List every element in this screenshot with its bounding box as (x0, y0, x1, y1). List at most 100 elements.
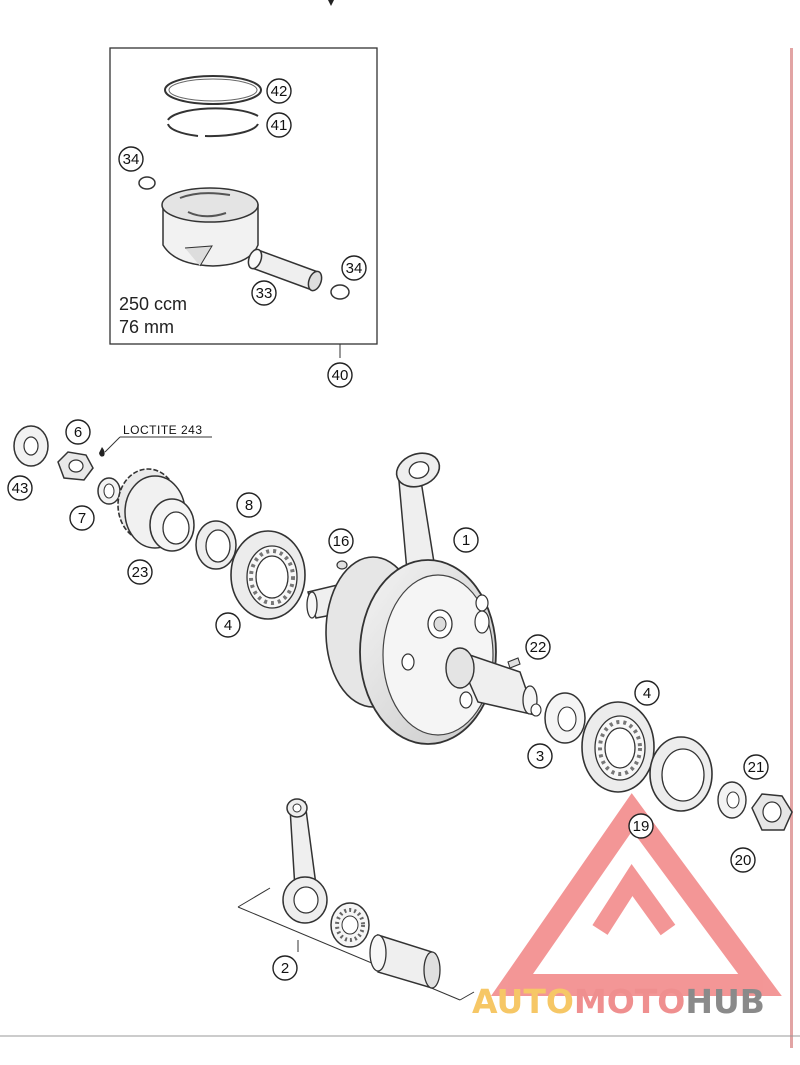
callout-label: 42 (271, 83, 288, 100)
callout-label: 3 (536, 748, 544, 765)
callout-23: 23 (127, 559, 153, 585)
callout-34: 34 (118, 146, 144, 172)
callout-circle (743, 754, 769, 780)
conrod-kit-2 (237, 798, 475, 1001)
callout-4: 4 (215, 612, 241, 638)
piston-ring-41 (167, 107, 259, 138)
callout-circle (215, 612, 241, 638)
callout-label: 6 (74, 424, 82, 441)
callout-label: 1 (462, 532, 470, 549)
callout-circle (272, 955, 298, 981)
callout-19: 19 (628, 813, 654, 839)
callout-3: 3 (527, 743, 553, 769)
nut-20 (751, 793, 793, 831)
callout-circle (527, 743, 553, 769)
watermark-part-hub: HUB (685, 982, 765, 1021)
washer-21 (717, 781, 747, 819)
callout-circle (634, 680, 660, 706)
callout-label: 19 (633, 818, 650, 835)
callout-circle (453, 527, 479, 553)
circlip-34-top (138, 176, 156, 190)
callout-label: 23 (132, 564, 149, 581)
callout-6: 6 (65, 419, 91, 445)
piston-ring-42 (164, 75, 262, 105)
piston-pin (247, 248, 323, 292)
callout-circle (328, 528, 354, 554)
callout-1: 1 (453, 527, 479, 553)
gear-23 (117, 468, 195, 552)
watermark-part-auto: AUTO (472, 982, 574, 1021)
callout-circle (525, 634, 551, 660)
callout-circle (118, 146, 144, 172)
piston-kit-box (109, 47, 378, 358)
bearing-4-left (230, 530, 306, 620)
callout-8: 8 (236, 492, 262, 518)
callout-42: 42 (266, 78, 292, 104)
callout-21: 21 (743, 754, 769, 780)
watermark-logo (490, 793, 782, 996)
callout-label: 33 (256, 285, 273, 302)
callout-43: 43 (7, 475, 33, 501)
circlip-34-right (330, 284, 350, 300)
callout-22: 22 (525, 634, 551, 660)
callout-circle (7, 475, 33, 501)
callout-label: 20 (735, 852, 752, 869)
piston (161, 187, 259, 267)
seal-19 (649, 736, 713, 812)
key-22 (507, 657, 521, 669)
callout-label: 16 (333, 533, 350, 550)
kit-spec-text: 250 ccm 76 mm (119, 294, 187, 337)
right-edge-bar (790, 48, 793, 1048)
washer-3 (544, 692, 586, 744)
callout-label: 2 (281, 960, 289, 977)
washer-7 (97, 477, 121, 505)
crankshaft-assembly-1 (306, 452, 542, 745)
watermark-part-moto: MOTO (574, 982, 685, 1021)
callout-circle (730, 847, 756, 873)
callout-label: 22 (530, 639, 547, 656)
callout-circle (327, 362, 353, 388)
callout-circle (65, 419, 91, 445)
top-artifact (328, 0, 334, 6)
callout-circle (266, 112, 292, 138)
callout-20: 20 (730, 847, 756, 873)
callout-41: 41 (266, 112, 292, 138)
callout-4: 4 (634, 680, 660, 706)
watermark-text: AUTOMOTOHUB (472, 982, 765, 1021)
callout-label: 41 (271, 117, 288, 134)
callout-label: 8 (245, 497, 253, 514)
callout-circle (127, 559, 153, 585)
key-16 (336, 560, 348, 570)
nut-6 (57, 451, 94, 481)
washer-43 (13, 425, 49, 467)
callout-circle (341, 255, 367, 281)
kit-displacement: 250 ccm (119, 294, 187, 314)
callout-16: 16 (328, 528, 354, 554)
callout-33: 33 (251, 280, 277, 306)
callout-label: 21 (748, 759, 765, 776)
callout-label: 34 (123, 151, 140, 168)
loctite-note: LOCTITE 243 (123, 423, 203, 437)
callout-circle (266, 78, 292, 104)
seal-8 (195, 520, 237, 570)
callout-label: 40 (332, 367, 349, 384)
bearing-4-right (581, 701, 655, 793)
callout-label: 34 (346, 260, 363, 277)
callout-label: 4 (224, 617, 232, 634)
callout-circle (236, 492, 262, 518)
callout-34: 34 (341, 255, 367, 281)
callout-label: 7 (78, 510, 86, 527)
callout-40: 40 (327, 362, 353, 388)
callout-circle (251, 280, 277, 306)
callout-7: 7 (69, 505, 95, 531)
callout-circle (628, 813, 654, 839)
loctite-leader (99, 436, 212, 457)
kit-bore: 76 mm (119, 317, 174, 337)
callout-label: 43 (12, 480, 29, 497)
callout-circle (69, 505, 95, 531)
callout-2: 2 (272, 955, 298, 981)
callout-label: 4 (643, 685, 651, 702)
